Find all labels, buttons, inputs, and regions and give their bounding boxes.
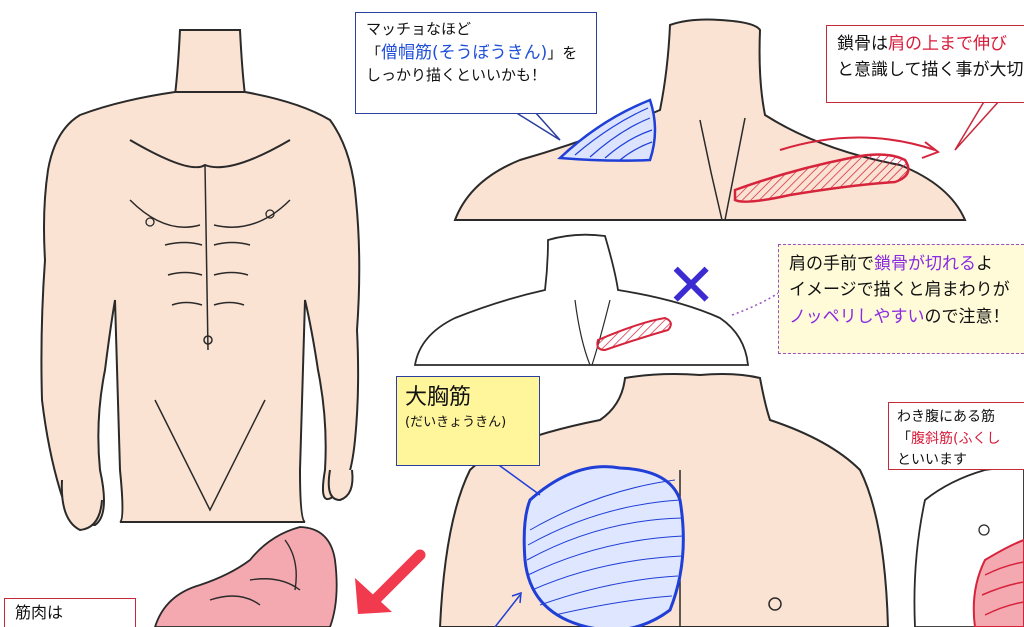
warning-line1-end: よ — [976, 254, 993, 274]
clavicle-line2: と意識して描く事が大切 — [837, 59, 1024, 80]
clavicle-line1: 鎖骨は肩の上まで伸び — [837, 32, 1014, 58]
warning-line3-end: ので注意！ — [924, 306, 1010, 327]
clavicle-callout: 鎖骨は肩の上まで伸び と意識して描く事が大切 — [826, 25, 1024, 103]
oblique-figure — [913, 464, 1024, 627]
oblique-line3: といいます — [897, 452, 967, 469]
warning-term: 鎖骨が切れる — [874, 254, 976, 274]
clavicle-term: 肩の上まで伸び — [888, 34, 1007, 54]
warning-line3: ノッペリしやすいので注意！ — [789, 304, 1014, 330]
oblique-line2: 「腹斜筋(ふくし — [897, 429, 1016, 451]
full-torso-figure — [40, 29, 361, 532]
clavicle-callout-tail — [954, 99, 1002, 151]
shoulder-figure-wrong — [413, 233, 749, 366]
oblique-line1: わき腹にある筋 — [897, 409, 995, 425]
trapezius-line3: しっかり描くといいかも！ — [366, 66, 547, 85]
clavicle-line1-text: 鎖骨は — [837, 34, 888, 54]
warning-callout: 肩の手前で鎖骨が切れるよ イメージで描くと肩まわりが ノッペリしやすいので注意！ — [778, 244, 1024, 354]
trapezius-term: 僧帽筋(そうぼうきん) — [381, 42, 548, 63]
trapezius-callout-tail — [512, 111, 561, 141]
warning-connector — [731, 291, 781, 316]
trapezius-line1: マッチョなほど — [366, 20, 472, 38]
wrong-mark-icon: ✕ — [666, 251, 717, 321]
muscle-line1: 筋肉は — [15, 603, 64, 622]
trapezius-bracket-close: 」を — [547, 43, 578, 62]
trapezius-line2: 「僧帽筋(そうぼうきん)」を — [366, 41, 586, 66]
oblique-callout: わき腹にある筋 「腹斜筋(ふくし といいます — [888, 402, 1024, 470]
trapezius-bracket-open: 「 — [366, 43, 382, 62]
warning-line1-text: 肩の手前で — [789, 254, 874, 274]
muscle-figure-bottom — [154, 526, 426, 627]
trapezius-callout: マッチョなほど 「僧帽筋(そうぼうきん)」を しっかり描くといいかも！ — [355, 12, 597, 114]
pectoral-label-main: 大胸筋 — [405, 385, 472, 410]
shoulder-figure-top — [453, 18, 967, 221]
warning-line2: イメージで描くと肩まわりが — [789, 280, 1010, 301]
pectoral-figure — [438, 373, 890, 627]
warning-line1: 肩の手前で鎖骨が切れるよ — [789, 251, 1014, 277]
pectoral-label: 大胸筋 (だいきょうきん) — [396, 376, 540, 466]
warning-highlight: ノッペリしやすい — [789, 306, 925, 327]
oblique-term: 腹斜筋(ふくし — [911, 430, 1001, 447]
pectoral-label-sub: (だいきょうきん) — [405, 415, 507, 430]
muscle-callout: 筋肉は — [4, 598, 136, 627]
oblique-bracket-open: 「 — [897, 430, 911, 447]
